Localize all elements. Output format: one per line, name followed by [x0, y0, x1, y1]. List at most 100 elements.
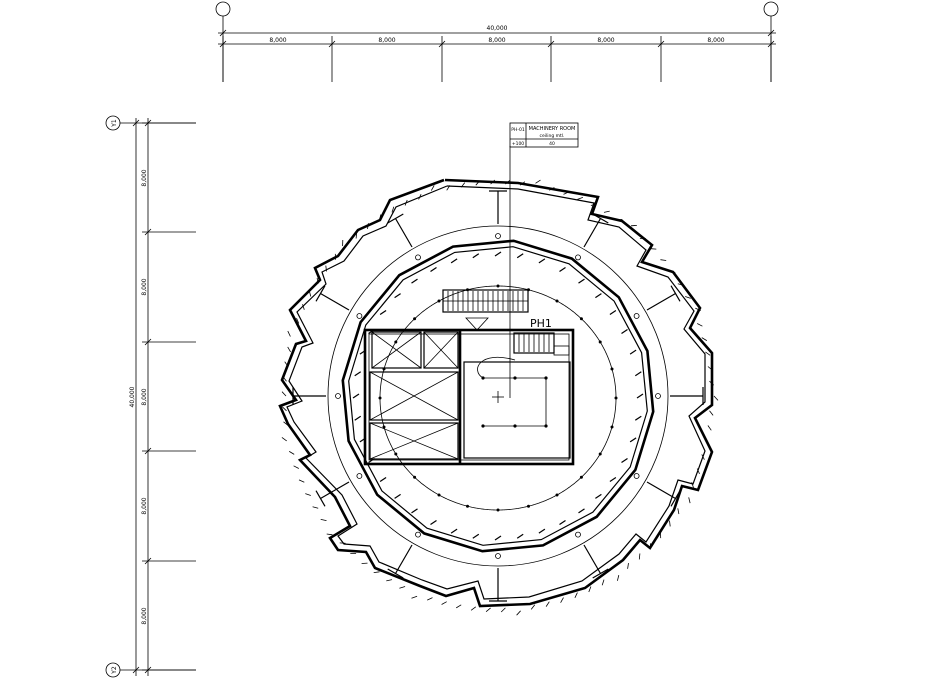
- radial-partition-wall: [647, 294, 676, 311]
- fixture-mark: [395, 494, 401, 498]
- segment-dimension-left-1: 8,000: [141, 169, 148, 186]
- mullion-tick: [431, 185, 434, 190]
- downlight: [438, 300, 441, 303]
- fixture-mark: [579, 509, 585, 513]
- segment-dimension-left-2: 8,000: [141, 278, 148, 295]
- mullion-tick: [617, 575, 618, 581]
- fixture-mark: [560, 268, 566, 272]
- mullion-tick: [282, 392, 286, 396]
- downlight: [394, 453, 397, 456]
- fixture-mark: [495, 252, 501, 256]
- fixture-mark: [595, 494, 601, 498]
- mullion-tick: [536, 180, 541, 183]
- fixture-mark: [630, 438, 636, 442]
- mullion-tick: [313, 507, 319, 509]
- downlight: [379, 397, 382, 400]
- partition-head: [671, 286, 680, 302]
- mullion-tick: [282, 437, 287, 441]
- room-tag: PH-01 MACHINERY ROOM ceiling mtl. +100 4…: [510, 123, 578, 398]
- machinery-room: [464, 362, 570, 458]
- top-dimension-band: 40,000 8,000 8,000 8,000 8,000 8,000: [216, 2, 778, 82]
- grid-bubble-top-left: [216, 2, 230, 16]
- mullion-tick: [412, 596, 418, 598]
- downlight: [394, 341, 397, 344]
- column-marker: [634, 314, 639, 319]
- mullion-tick: [660, 260, 666, 261]
- mullion-tick: [702, 338, 707, 341]
- mullion-tick: [288, 347, 291, 352]
- fixture-mark: [539, 529, 545, 533]
- room-tag-level: +100: [512, 141, 524, 147]
- left-dimension-band: Y1 Y2 40,000 8,000 8,000 8,000 8,000 8,0…: [106, 116, 196, 677]
- mullion-tick: [639, 554, 640, 560]
- column-marker: [336, 394, 341, 399]
- radial-partition-wall: [584, 219, 601, 248]
- radial-partition-wall: [321, 294, 350, 311]
- downlight: [438, 494, 441, 497]
- fixture-mark: [610, 311, 616, 315]
- mullion-tick: [710, 411, 714, 416]
- grid-bubble-left-bottom-label: Y2: [111, 666, 118, 675]
- segment-dimension-top-3: 8,000: [488, 37, 505, 44]
- fixture-mark: [630, 350, 636, 354]
- column-marker: [576, 255, 581, 260]
- column-marker: [496, 234, 501, 239]
- mullion-tick: [589, 587, 591, 593]
- mullion-tick: [427, 598, 432, 601]
- fixture-mark: [517, 254, 523, 258]
- partition-head: [316, 286, 325, 302]
- overall-dimension-top: 40,000: [487, 25, 508, 32]
- mullion-tick: [327, 534, 333, 535]
- segment-dimension-left-3: 8,000: [141, 388, 148, 405]
- mullion-tick: [531, 605, 535, 610]
- mullion-tick: [374, 572, 380, 573]
- mullion-tick: [689, 497, 690, 503]
- fixture-mark: [355, 372, 361, 376]
- mullion-tick: [697, 324, 702, 327]
- column-marker: [416, 532, 421, 537]
- mullion-tick: [471, 607, 476, 611]
- fixture-mark: [412, 509, 418, 513]
- mullion-tick: [321, 519, 327, 520]
- fixture-mark: [637, 394, 643, 398]
- downlight: [615, 397, 618, 400]
- downlight: [497, 285, 500, 288]
- column-marker: [357, 314, 362, 319]
- mullion-tick: [501, 608, 505, 612]
- fixture-mark: [495, 536, 501, 540]
- mullion-tick: [577, 197, 583, 199]
- downlight: [413, 476, 416, 479]
- fixture-mark: [622, 459, 628, 463]
- mullion-tick: [546, 602, 549, 607]
- segment-dimension-left-5: 8,000: [141, 607, 148, 624]
- segment-dimension-left-4: 8,000: [141, 497, 148, 514]
- overall-dimension-left: 40,000: [129, 386, 136, 407]
- mullion-tick: [517, 611, 521, 615]
- fixture-mark: [451, 529, 457, 533]
- mullion-tick: [299, 480, 304, 482]
- radial-partition-wall: [584, 545, 601, 574]
- mullion-tick: [399, 587, 405, 589]
- fixture-mark: [635, 416, 641, 420]
- radial-partition-wall: [396, 219, 413, 248]
- segment-dimension-top-2: 8,000: [378, 37, 395, 44]
- fixture-mark: [355, 416, 361, 420]
- fixture-mark: [595, 294, 601, 298]
- plan-label: PH1: [530, 317, 552, 330]
- mullion-tick: [604, 211, 610, 212]
- downlight: [466, 505, 469, 508]
- downlight: [611, 426, 614, 429]
- mullion-tick: [575, 593, 578, 598]
- downlight: [556, 300, 559, 303]
- grid-bubble-top-right: [764, 2, 778, 16]
- downlight: [611, 368, 614, 371]
- fixture-mark: [473, 534, 479, 538]
- downlight: [580, 476, 583, 479]
- fixture-mark: [579, 279, 585, 283]
- mullion-tick: [294, 466, 299, 469]
- mullion-tick: [386, 580, 392, 581]
- downlight: [599, 341, 602, 344]
- elevator-shafts: [370, 332, 458, 459]
- mullion-tick: [705, 352, 710, 355]
